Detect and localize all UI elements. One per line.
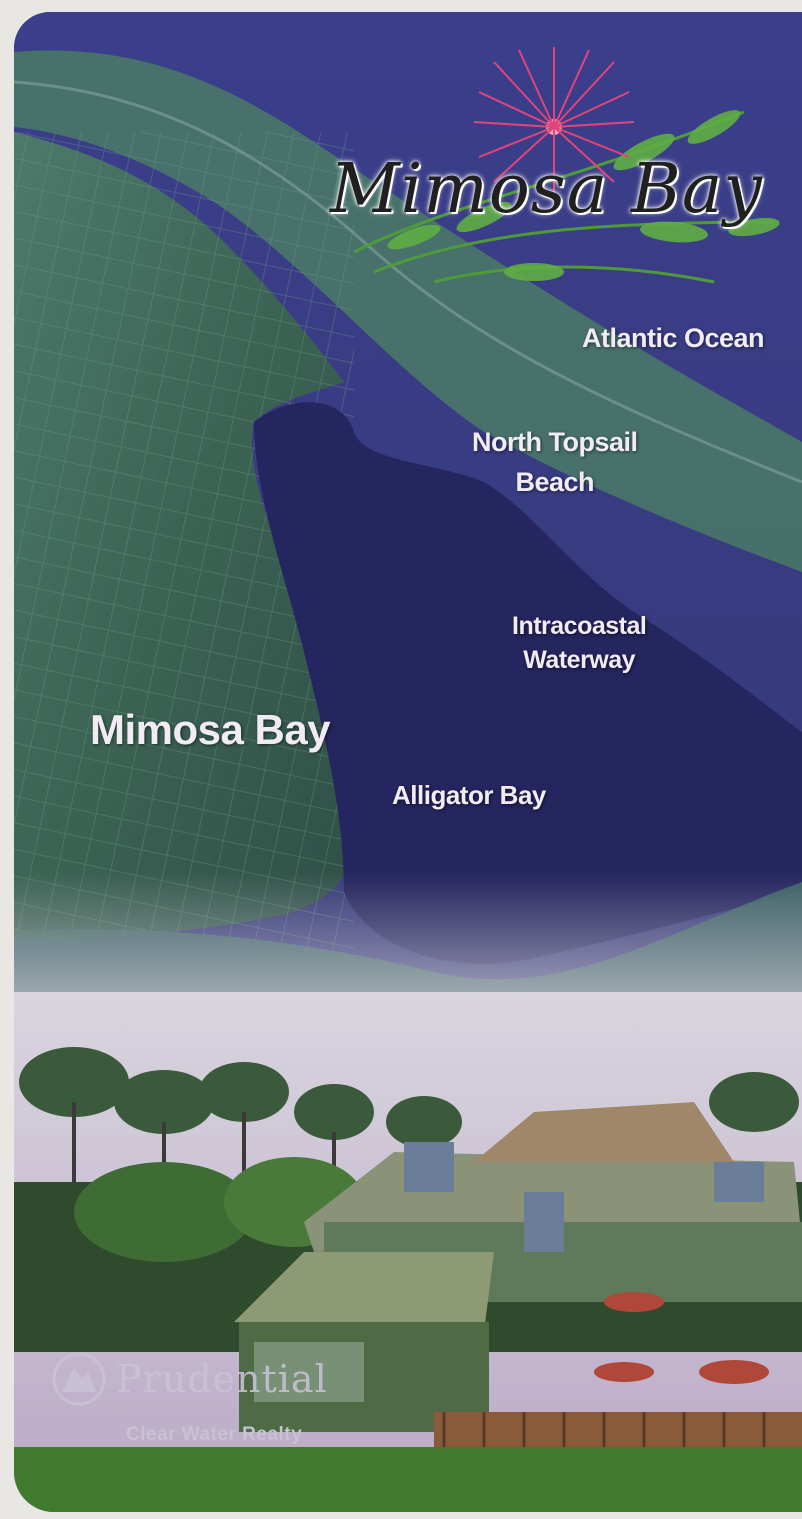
label-atlantic-ocean: Atlantic Ocean	[582, 323, 765, 353]
label-intracoastal-waterway: Intracoastal Waterway	[512, 609, 647, 677]
realty-name: Prudential	[116, 1357, 328, 1401]
label-north-topsail-line1: North Topsail	[472, 427, 638, 457]
realty-subtitle: Clear Water Realty	[126, 1424, 303, 1445]
logo-title: Mimosa Bay	[330, 150, 763, 229]
label-mimosa-bay: Mimosa Bay	[90, 706, 331, 753]
label-alligator-bay: Alligator Bay	[392, 780, 546, 810]
label-north-topsail-beach: North Topsail Beach	[472, 422, 638, 502]
clubhouse-illustration	[14, 992, 802, 1512]
fern-leaves-icon	[353, 110, 775, 284]
logo-art	[353, 47, 780, 284]
prudential-rock-icon	[52, 1352, 106, 1406]
brochure-page: Mimosa Bay Atlantic Ocean North Topsail …	[14, 12, 802, 1512]
label-intracoastal-line2: Waterway	[523, 646, 636, 674]
mimosa-flower-icon	[473, 47, 635, 197]
label-north-topsail-line2: Beach	[515, 467, 595, 497]
label-intracoastal-line1: Intracoastal	[512, 612, 647, 640]
realty-brand: Prudential	[52, 1352, 328, 1406]
